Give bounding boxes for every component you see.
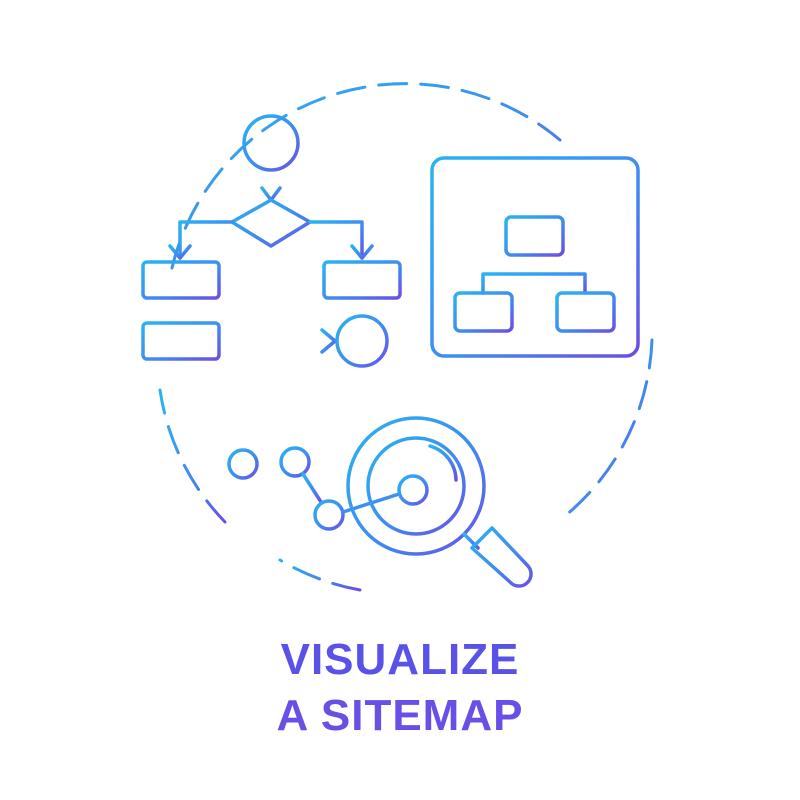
node-3 bbox=[313, 499, 345, 531]
browser-sitemap-icon bbox=[430, 156, 640, 358]
caption: VISUALIZE A SITEMAP bbox=[0, 632, 800, 744]
sitemap-root-node bbox=[504, 215, 565, 257]
caption-line-2: A SITEMAP bbox=[276, 691, 524, 740]
magnifier-handle bbox=[470, 526, 533, 588]
node-1 bbox=[227, 448, 259, 480]
node-2 bbox=[279, 446, 311, 478]
flowchart-box-left-bottom bbox=[141, 321, 221, 361]
lens-target-node bbox=[397, 474, 429, 506]
flowchart-box-left-top bbox=[141, 260, 221, 300]
dashed-ring bbox=[158, 82, 654, 592]
sitemap-child-node-right bbox=[555, 291, 616, 333]
flowchart-end-circle bbox=[335, 314, 389, 368]
flowchart-box-right bbox=[322, 260, 402, 300]
caption-line-1: VISUALIZE bbox=[280, 635, 520, 684]
flowchart-icon bbox=[141, 114, 402, 368]
magnifying-glass-icon bbox=[346, 416, 533, 588]
sitemap-child-node-left bbox=[453, 291, 514, 333]
lens-inner bbox=[366, 436, 466, 536]
browser-window bbox=[430, 156, 640, 358]
lens-outer bbox=[346, 416, 486, 556]
flowchart-decision-diamond bbox=[230, 198, 312, 248]
